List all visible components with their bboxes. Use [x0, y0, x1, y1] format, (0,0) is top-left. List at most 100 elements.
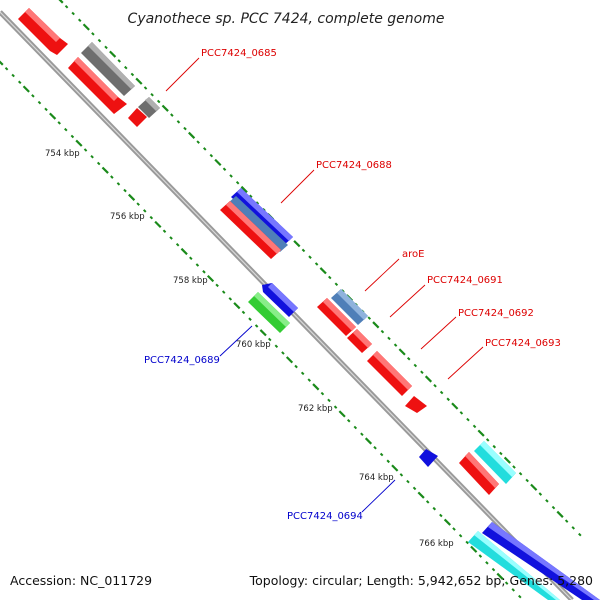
gene-label-0692[interactable]: PCC7424_0692	[458, 308, 534, 319]
gene-block-red-0688[interactable]	[220, 201, 281, 259]
tick-mark	[169, 236, 173, 240]
tick-mark	[128, 193, 136, 201]
tick-mark	[170, 113, 174, 117]
gene-block-steelblue-0688[interactable]	[228, 196, 288, 252]
tick-mark	[511, 588, 515, 592]
tick-mark	[551, 505, 556, 510]
tick-mark	[188, 131, 196, 139]
gene-block-cyan-1[interactable]	[474, 441, 516, 484]
tick-mark	[319, 267, 327, 275]
tick-mark	[439, 390, 444, 395]
gene-block-red-2[interactable]	[68, 57, 127, 114]
tick-mark	[268, 337, 272, 342]
gene-label-0693[interactable]: PCC7424_0693	[485, 338, 561, 349]
gene-block-green-0689[interactable]	[248, 292, 290, 333]
tick-mark	[77, 18, 82, 23]
tick-mark	[31, 94, 35, 98]
tick-mark	[417, 491, 425, 499]
tick-mark	[221, 290, 226, 294]
outer-tick-track	[58, 0, 582, 537]
tick-mark	[143, 209, 147, 213]
gene-block-gray-2[interactable]	[138, 97, 160, 118]
gene-block-blue-0688[interactable]	[231, 188, 293, 246]
kbp-label-762: 762 kbp	[298, 404, 333, 414]
tick-mark	[338, 410, 346, 418]
tick-mark	[71, 11, 75, 16]
tick-mark	[491, 567, 496, 572]
tick-mark	[274, 344, 279, 349]
tick-mark	[58, 0, 64, 4]
gene-block-blue-2[interactable]	[482, 522, 600, 600]
gene-block-blue-0689[interactable]	[262, 283, 298, 317]
gene-block-red-3[interactable]	[459, 452, 499, 495]
tick-mark	[206, 274, 215, 283]
tick-mark	[123, 188, 127, 193]
tick-mark	[202, 270, 206, 274]
gene-block-red-arrow[interactable]	[405, 396, 427, 413]
tick-mark	[82, 23, 90, 31]
tick-mark	[308, 255, 312, 259]
gene-label-aroE[interactable]: aroE	[402, 249, 424, 260]
gene-block-blue-0694[interactable]	[419, 449, 438, 467]
tick-mark	[189, 256, 193, 261]
tick-mark	[360, 432, 364, 436]
gene-block-steelblue-aroE[interactable]	[331, 289, 368, 325]
gene-label-0694[interactable]: PCC7424_0694	[287, 511, 363, 522]
tick-mark	[525, 478, 529, 483]
tick-mark	[124, 65, 128, 70]
tick-mark	[412, 486, 417, 491]
tick-mark	[135, 77, 143, 85]
tick-mark	[492, 444, 497, 449]
gene-block-red-0691[interactable]	[317, 298, 356, 336]
tick-mark	[312, 383, 320, 391]
gene-block-red-0693[interactable]	[367, 351, 412, 396]
tick-mark	[44, 107, 48, 112]
tick-mark	[466, 417, 470, 422]
tick-mark	[248, 317, 252, 321]
gene-block-red-0692[interactable]	[347, 329, 372, 353]
gene-labels: PCC7424_0685 PCC7424_0688 aroE PCC7424_0…	[144, 48, 561, 522]
tick-mark	[83, 148, 88, 152]
tick-mark	[470, 545, 478, 553]
tick-mark	[161, 104, 169, 112]
tick-mark	[90, 154, 94, 159]
tick-mark	[110, 175, 114, 179]
tick-mark	[64, 5, 69, 9]
gene-block-red-1[interactable]	[18, 8, 68, 55]
tick-mark	[399, 473, 404, 477]
tick-mark	[485, 438, 490, 442]
tick-mark	[372, 321, 380, 329]
topology-label: Topology: circular; Length: 5,942,652 bp…	[249, 573, 593, 588]
tick-mark	[156, 99, 161, 104]
tick-mark	[97, 38, 102, 43]
tick-mark	[96, 161, 101, 166]
tick-mark	[499, 451, 503, 456]
tick-mark	[327, 398, 331, 403]
tick-mark	[70, 134, 75, 139]
tick-mark	[353, 425, 358, 430]
gene-label-0691[interactable]: PCC7424_0691	[427, 275, 503, 286]
tick-mark	[424, 375, 433, 383]
tick-mark	[512, 465, 516, 469]
tick-mark	[17, 80, 22, 85]
gene-block-gray-1[interactable]	[81, 42, 135, 96]
tick-mark	[241, 310, 246, 315]
tick-mark	[64, 127, 68, 132]
gene-label-0685[interactable]: PCC7424_0685	[201, 48, 277, 59]
gene-label-0689[interactable]: PCC7424_0689	[144, 355, 220, 366]
tick-mark	[393, 343, 398, 347]
tick-mark	[538, 492, 543, 496]
tick-mark	[391, 464, 399, 472]
tick-mark	[446, 397, 450, 402]
gene-block-cyan-2[interactable]	[468, 531, 560, 600]
gene-features	[18, 8, 600, 600]
tick-mark	[458, 534, 463, 538]
gene-block-red-small[interactable]	[128, 108, 147, 127]
tick-mark	[367, 316, 372, 320]
tick-mark	[249, 194, 253, 199]
gene-label-0688[interactable]: PCC7424_0688	[316, 160, 392, 171]
leader-lines	[165, 57, 484, 513]
tick-mark	[478, 554, 483, 558]
tick-mark	[116, 182, 121, 186]
